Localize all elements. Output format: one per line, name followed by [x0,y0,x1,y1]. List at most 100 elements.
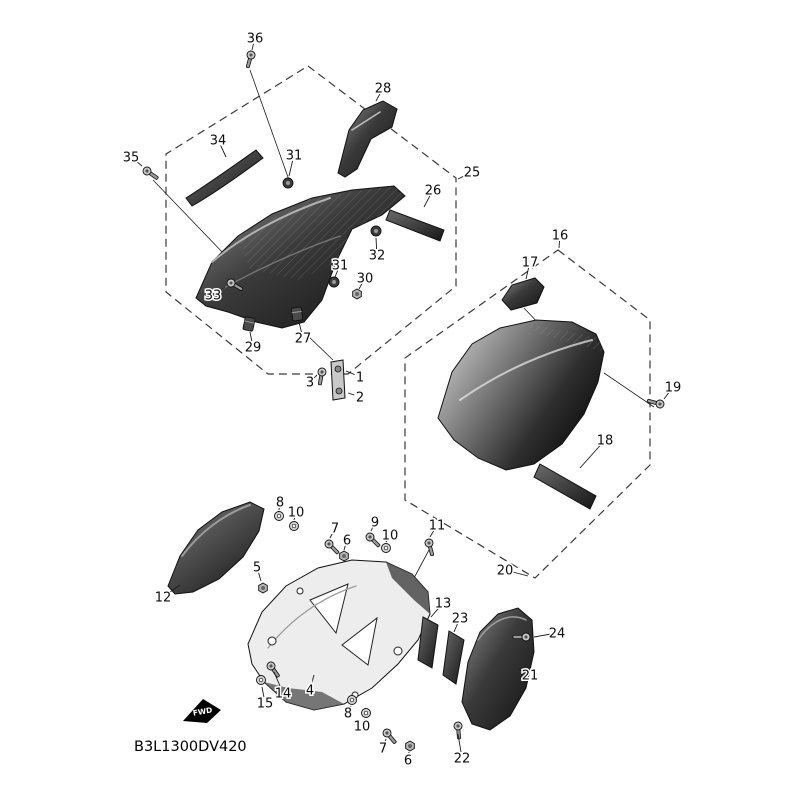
callout-31: 31 [286,149,303,164]
callout-29: 29 [245,341,262,356]
leader-line-31 [288,160,294,177]
leader-line-19 [663,391,670,400]
callout-5: 5 [253,561,261,576]
leader-line-24 [533,633,552,638]
part-4-hole-2 [296,587,304,595]
part-4-cutout-2 [341,616,378,666]
part-28-highlight [351,111,381,131]
part-21-highlight [477,616,527,641]
leader-line-31 [334,270,339,278]
part-17-trim-piece [501,277,545,311]
part-side-panel-25-hatch [238,186,405,280]
callout-20: 20 [497,564,514,579]
callout-35: 35 [123,151,140,166]
leader-line-11 [429,529,435,538]
connection-lines [152,69,655,673]
leader-line-16 [558,240,560,249]
nut-fastener [339,550,349,562]
callout-2: 2 [356,391,364,406]
part-12-air-duct [167,501,265,595]
part-fuel-tank-cover-16 [437,319,605,471]
part-4-shade-top [386,562,430,614]
leader-line-26 [423,195,431,208]
part-23-trim-strip [442,630,465,685]
washer-fastener [361,708,371,718]
leader-line-17 [525,267,530,280]
leader-line-30 [358,283,363,290]
screw-fastener [365,532,381,548]
clip-fastener [290,306,304,322]
leader-line-29 [249,331,253,342]
leader-line-35 [135,160,143,167]
leader-line-8 [349,705,352,708]
leader-line-18 [579,444,602,469]
leader-line-1 [345,370,355,376]
leader-line-7 [384,738,387,743]
part-fuel-tank-cover-16-hatch [520,322,604,352]
callout-6: 6 [404,754,412,769]
part-1-bracket-hole-upper [334,365,342,373]
leader-line-36 [251,43,254,51]
callout-10: 10 [288,506,305,521]
screw-fastener [424,538,435,557]
screw-fastener [245,50,256,69]
screw-fastener [226,278,244,291]
callout-18: 18 [597,434,614,449]
nut-fastener [258,582,268,594]
parts-layer [167,100,605,731]
screw-fastener [512,632,531,642]
part-13-trim-strip [417,616,439,669]
washer-fastener [274,511,284,521]
leader-line-9 [370,527,374,532]
grommet-fastener [328,276,340,288]
callout-14: 14 [275,687,292,702]
callout-12: 12 [155,591,172,606]
part-18-trim-strip [533,463,597,510]
leader-line-20 [510,571,529,577]
part-28-bracket-panel [337,100,398,178]
part-4-hole-3 [393,646,403,656]
callout-19: 19 [665,381,682,396]
screw-fastener [646,398,665,409]
part-4-cutout-1 [309,583,349,635]
leader-line-27 [298,321,302,333]
callout-27: 27 [295,332,312,347]
leader-line-5 [258,572,262,582]
callout-34: 34 [210,134,227,149]
assembly-box-16 [404,249,651,579]
leader-line-25 [457,174,467,180]
callout-11: 11 [429,519,446,534]
screw-fastener [142,166,159,180]
leader-line-10 [385,539,388,543]
leader-line-7 [329,533,333,539]
callout-13: 13 [435,597,452,612]
fasteners-layer [142,50,665,752]
screw-fastener [382,728,397,744]
callout-22: 22 [454,752,471,767]
leader-line-6 [343,545,346,551]
leader-line-28 [375,93,381,102]
callout-7: 7 [379,742,387,757]
clip-fastener [242,316,256,332]
leader-line-10 [363,718,366,721]
washer-fastener [289,521,299,531]
leader-line-21 [518,668,525,673]
leader-line-33 [217,286,226,293]
nut-fastener [352,288,362,300]
leader-line-22 [457,733,462,753]
fwd-indicator: FWD [183,699,221,723]
grommet-fastener [370,225,382,237]
leader-line-12 [167,584,181,594]
diagram-code: B3L1300DV420 [134,739,247,755]
assembly-box-25 [165,65,457,375]
callout-30: 30 [357,272,374,287]
screw-fastener [324,539,340,555]
part-fuel-tank-cover-16-highlight [459,339,593,401]
callout-21: 21 [522,669,539,684]
callout-8: 8 [276,496,284,511]
part-4-shade-bottom [264,682,344,710]
callout-17: 17 [522,256,539,271]
leader-lines-layer [135,43,670,755]
callout-33: 33 [205,289,222,304]
washer-fastener [381,543,391,553]
